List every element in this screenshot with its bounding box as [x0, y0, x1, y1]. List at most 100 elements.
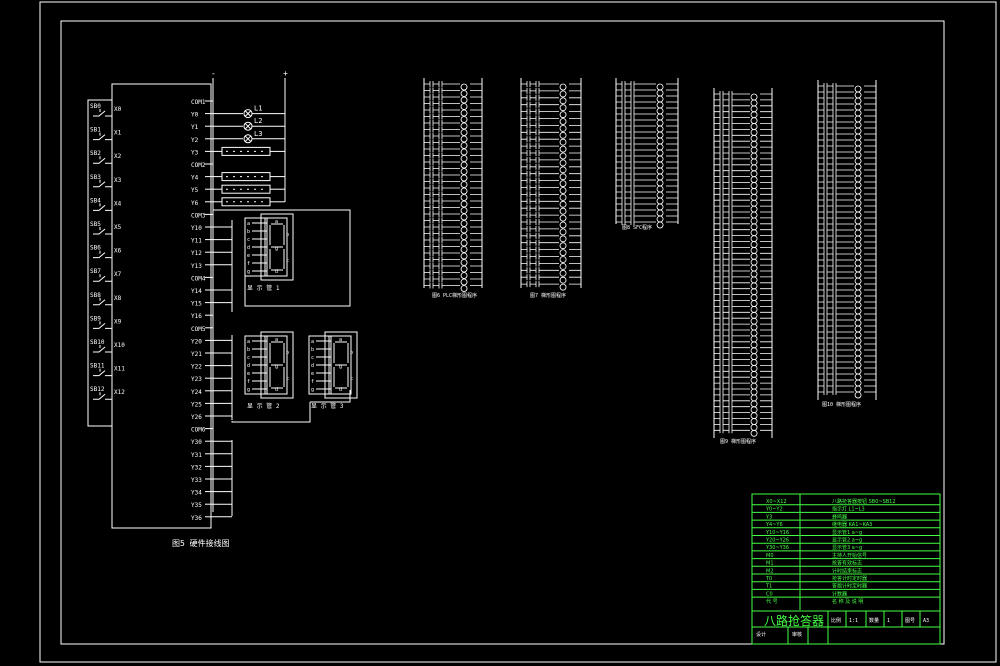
ladder-rung	[424, 152, 482, 162]
input-switch-label: SB8	[90, 292, 101, 299]
ladder-rung	[424, 81, 482, 91]
ladder-rung	[424, 191, 482, 201]
plc-output-terminal: Y6	[191, 200, 199, 207]
legend-desc: 指示灯 L1~L3	[832, 506, 865, 513]
ladder-rung	[714, 96, 772, 107]
legend-code: Y10~Y16	[765, 530, 789, 536]
ladder-rung	[424, 172, 482, 182]
ladder-rung	[818, 287, 876, 297]
legend-desc: 八路抢答器按钮 SB0~SB12	[832, 498, 896, 505]
plc-output-terminal: Y32	[191, 464, 202, 471]
ladder-rung	[616, 99, 678, 109]
plc-input-terminal: X3	[114, 177, 122, 184]
plc-output-terminal: Y36	[191, 515, 202, 522]
ladder-rung	[521, 239, 581, 250]
ladder-rung	[424, 126, 482, 136]
ladder-rung	[521, 143, 581, 153]
plc-output-terminal: Y35	[191, 502, 202, 509]
ladder-rung	[818, 281, 876, 291]
plc-output-terminal: COM3	[191, 212, 206, 219]
plc-output-terminal: COM2	[191, 162, 206, 169]
ladder-rung	[424, 237, 482, 247]
ladder-rung	[714, 138, 772, 148]
ladder-rung	[714, 155, 772, 166]
input-switch-label: SB10	[90, 339, 105, 346]
legend-desc: 抢答计时定时器	[832, 575, 867, 582]
ladder-rung	[714, 386, 772, 396]
segment-letter: d	[275, 269, 278, 275]
ladder-rung	[424, 178, 482, 188]
legend-desc: 计时结束标志	[832, 567, 862, 574]
plc-output-terminal: Y2	[191, 137, 199, 144]
seg-pin-label: c	[247, 237, 250, 243]
legend-code: Y0~Y2	[765, 507, 783, 513]
ladder-rung	[818, 101, 876, 111]
seven-seg-case	[260, 331, 294, 399]
push-button-switch	[93, 297, 112, 306]
ladder-rung	[424, 224, 482, 234]
ladder-rung	[818, 107, 876, 117]
ladder-rung	[714, 380, 772, 390]
hardware-caption: 图5 硬件接线图	[172, 538, 230, 548]
seg-pin-label: a	[311, 339, 314, 345]
ladder-rung	[714, 226, 772, 237]
legend-code: M1	[766, 561, 774, 567]
legend-desc: 抢答有效标志	[832, 560, 862, 567]
ladder-rung	[714, 256, 772, 266]
ladder-rung	[424, 276, 482, 286]
segment-letter: b	[286, 232, 289, 238]
input-switch-label: SB6	[90, 245, 101, 252]
legend-desc: 显示管2 a~g	[832, 537, 862, 544]
ladder-rung	[521, 205, 581, 215]
segment-letter: c	[286, 258, 289, 264]
plc-output-terminal: Y14	[191, 288, 202, 295]
ladder-rung	[521, 184, 581, 194]
ladder-rung	[521, 246, 581, 256]
ladder-rung	[818, 221, 876, 231]
seven-seg-case	[260, 213, 294, 281]
plc-output-terminal: Y4	[191, 175, 199, 182]
legend-code: M0	[766, 553, 774, 559]
ladder-rung	[714, 120, 772, 130]
seg-pin-label: g	[247, 387, 250, 393]
plc-output-terminal: Y16	[191, 313, 202, 320]
legend-code: T0	[765, 576, 772, 582]
push-button-switch	[93, 203, 112, 211]
ladder-rung	[424, 217, 482, 227]
ladder-rung	[521, 115, 581, 125]
segment-letter: a	[339, 337, 342, 343]
ladder-rung	[818, 389, 876, 399]
ladder-rung	[818, 305, 876, 315]
ladder-rung	[818, 275, 876, 285]
seg-pin-label: a	[247, 221, 250, 227]
ladder-rung	[424, 139, 482, 149]
seg-pin-label: d	[247, 363, 250, 369]
ladder-rung	[714, 279, 772, 290]
ladder-rung	[616, 201, 678, 211]
legend-code: Y30~Y36	[765, 545, 789, 551]
ladder-rung	[616, 129, 678, 139]
ladder-rung	[714, 303, 772, 313]
plc-input-terminal: X11	[114, 366, 125, 373]
ladder-rung	[521, 156, 581, 167]
legend-desc: 计数器	[832, 590, 847, 597]
ladder-rung	[424, 100, 482, 110]
legend-header-desc: 名 称 及 说 明	[832, 598, 863, 605]
ladder-rung	[521, 253, 581, 263]
ladder-rung	[616, 213, 678, 223]
ladder-rung	[616, 189, 678, 199]
ladder-rung	[521, 281, 581, 291]
seg-pin-label: c	[311, 355, 314, 361]
ladder-rung	[616, 81, 678, 91]
ladder-rung	[818, 329, 876, 339]
ladder-rung	[818, 137, 876, 147]
display1-wire	[213, 209, 351, 307]
ladder-rung	[818, 323, 876, 333]
ladder-rung	[714, 126, 772, 136]
legend-desc: 蜂鸣器	[832, 513, 847, 520]
ladder-rung	[521, 122, 581, 132]
